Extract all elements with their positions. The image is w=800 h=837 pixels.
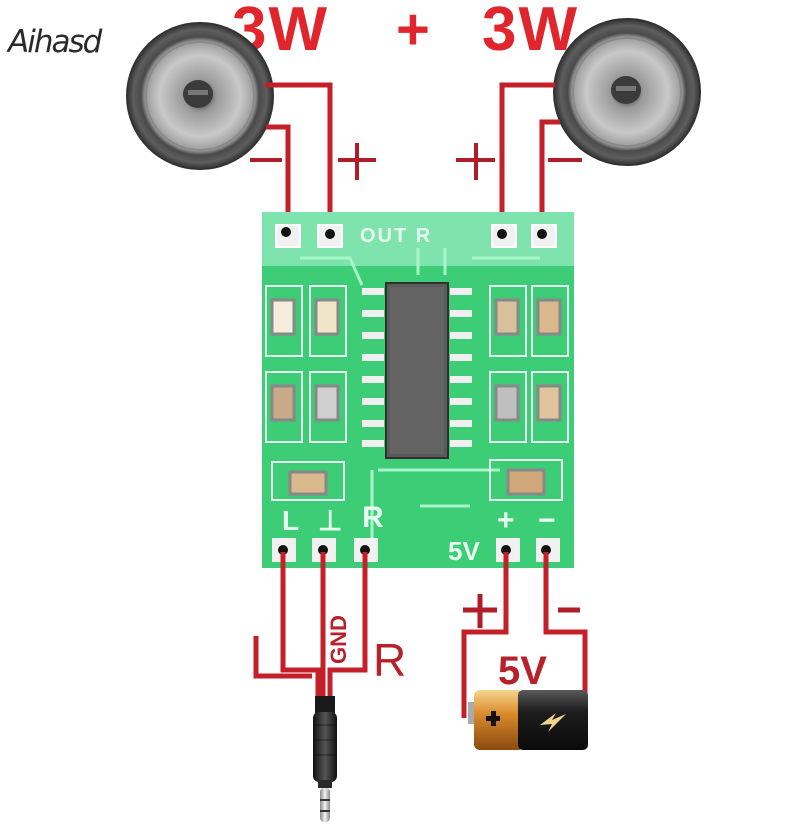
brand-logo: Aihasd (8, 24, 102, 60)
pcb-label-r: R (362, 501, 384, 534)
pcb-label-5v: 5V (448, 536, 480, 566)
power-wires (461, 552, 588, 718)
right-speaker (553, 18, 701, 166)
battery-icon (468, 690, 588, 750)
pcb-label-ground: ⊥ (318, 505, 342, 536)
pcb-label-l: L (282, 505, 299, 536)
smd-components (270, 298, 562, 496)
speaker-wires (265, 82, 560, 232)
right-channel-power: 3W (482, 0, 579, 64)
power-polarity-marks (463, 594, 580, 628)
speaker-polarity-marks (250, 143, 582, 180)
amplifier-board: OUT R (262, 212, 574, 568)
pcb-out-label: OUT R (360, 225, 432, 247)
input-label-gnd: GND (326, 615, 351, 664)
title-plus: + (396, 0, 430, 62)
pcb-label-plus: + (497, 504, 515, 537)
left-speaker (126, 22, 274, 170)
amplifier-chip (362, 282, 472, 459)
audio-jack-icon (313, 696, 337, 822)
input-label-r: R (373, 634, 406, 686)
pcb-label-minus: − (538, 504, 556, 537)
audio-input-wires (253, 552, 368, 700)
audio-input-labels: R GND (326, 615, 406, 686)
battery-voltage-label: 5V (498, 649, 547, 693)
